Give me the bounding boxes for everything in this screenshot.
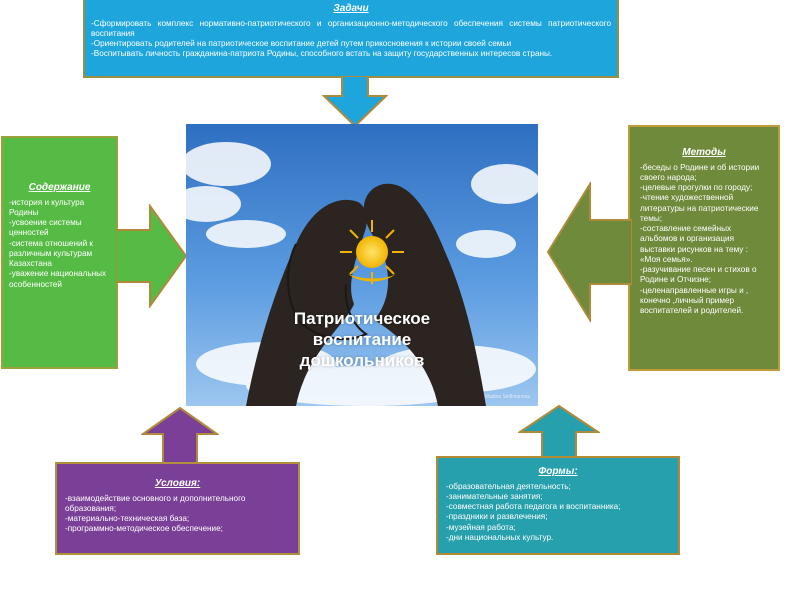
arrow-up-conditions	[141, 406, 219, 464]
arrow-up-forms	[518, 404, 600, 460]
arrow-left-methods	[546, 182, 632, 322]
central-title-line: воспитание	[186, 329, 538, 350]
forms-item: -музейная работа;	[446, 523, 670, 533]
methods-item: -целевые прогулки по городу;	[640, 183, 768, 193]
methods-box: Методы -беседы о Родине и об истории сво…	[628, 125, 780, 371]
central-title-line: Патриотическое	[186, 308, 538, 329]
tasks-item: -Сформировать комплекс нормативно-патрио…	[91, 19, 611, 40]
content-item: -усвоение системы ценностей	[9, 218, 110, 239]
forms-title: Формы:	[446, 466, 670, 479]
methods-item: -беседы о Родине и об истории своего нар…	[640, 163, 768, 184]
tasks-item: -Ориентировать родителей на патриотическ…	[91, 39, 611, 49]
content-box: Содержание -история и культура Родины -у…	[1, 136, 118, 369]
forms-item: -образовательная деятельность;	[446, 482, 670, 492]
methods-item: -целенаправленные игры и , конечно ,личн…	[640, 286, 768, 317]
tasks-box: Задачи -Сформировать комплекс нормативно…	[83, 0, 619, 78]
forms-item: -занимательные занятия;	[446, 492, 670, 502]
content-item: -система отношений к различным культурам…	[9, 239, 110, 270]
methods-item: -составление семейных альбомов и организ…	[640, 224, 768, 265]
forms-item: -праздники и развлечения;	[446, 512, 670, 522]
central-photo: Патриотическое воспитание дошкольников M…	[186, 124, 538, 406]
conditions-item: -взаимодействие основного и дополнительн…	[65, 494, 290, 515]
arrow-down-tasks	[322, 76, 388, 128]
methods-title: Методы	[640, 147, 768, 160]
methods-item: -разучивание песен и стихов о Родине и О…	[640, 265, 768, 286]
photo-credit: Madina Seitkhanova	[485, 394, 530, 400]
conditions-item: -материально-техническая база;	[65, 514, 290, 524]
central-title: Патриотическое воспитание дошкольников	[186, 308, 538, 371]
forms-item: -совместная работа педагога и воспитанни…	[446, 502, 670, 512]
conditions-item: -программно-методическое обеспечение;	[65, 524, 290, 534]
forms-box: Формы: -образовательная деятельность; -з…	[436, 456, 680, 555]
central-title-line: дошкольников	[186, 350, 538, 371]
tasks-title: Задачи	[91, 3, 611, 16]
forms-item: -дни национальных культур.	[446, 533, 670, 543]
content-item: -уважение национальных особенностей	[9, 269, 110, 290]
conditions-box: Условия: -взаимодействие основного и доп…	[55, 462, 300, 555]
tasks-item: -Воспитывать личность гражданина-патриот…	[91, 49, 611, 59]
arrow-right-content	[116, 204, 188, 308]
content-item: -история и культура Родины	[9, 198, 110, 219]
methods-item: -чтение художественной литературы на пат…	[640, 193, 768, 224]
conditions-title: Условия:	[65, 478, 290, 491]
content-title: Содержание	[9, 182, 110, 195]
